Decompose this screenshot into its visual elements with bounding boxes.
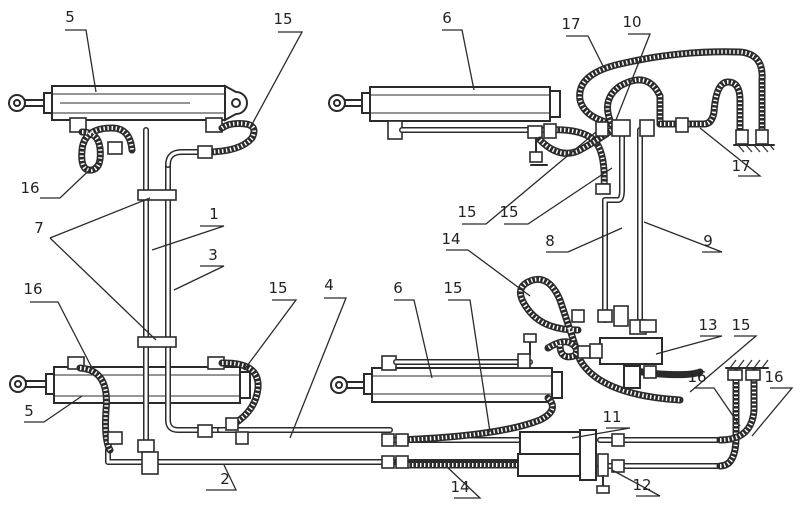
callout-l17b: 17 bbox=[731, 157, 750, 175]
callout-l2: 2 bbox=[220, 470, 230, 488]
clamps-7 bbox=[137, 189, 177, 348]
callout-l14a: 14 bbox=[441, 230, 460, 248]
callout-l16a: 16 bbox=[20, 179, 39, 197]
callout-l16b: 16 bbox=[23, 280, 42, 298]
callout-l7: 7 bbox=[34, 219, 44, 237]
callout-l16d: 16 bbox=[764, 368, 783, 386]
callout-l1: 1 bbox=[209, 205, 219, 223]
callout-l6b: 6 bbox=[393, 279, 403, 297]
cylinder-5-bottom bbox=[9, 356, 251, 404]
distributor-11 bbox=[517, 429, 610, 494]
callout-l10: 10 bbox=[622, 13, 641, 31]
callout-l14b: 14 bbox=[450, 478, 469, 496]
callout-l16c: 16 bbox=[687, 368, 706, 386]
callout-l13: 13 bbox=[698, 316, 717, 334]
callout-l15d: 15 bbox=[499, 203, 518, 221]
callout-l12: 12 bbox=[632, 476, 651, 494]
frame-hatch-bottom bbox=[725, 359, 769, 369]
leader-lines bbox=[24, 29, 794, 499]
callout-l15c: 15 bbox=[457, 203, 476, 221]
callout-l9: 9 bbox=[703, 232, 713, 250]
fittings bbox=[107, 117, 769, 475]
callout-l15f: 15 bbox=[731, 316, 750, 334]
callout-l6a: 6 bbox=[442, 9, 452, 27]
callout-l15a: 15 bbox=[273, 10, 292, 28]
pipes bbox=[105, 127, 723, 469]
cylinder-6-top bbox=[328, 86, 561, 166]
cylinder-5-top bbox=[8, 84, 248, 133]
valve-block-13 bbox=[589, 337, 663, 389]
callout-l17a: 17 bbox=[561, 15, 580, 33]
callout-l5a: 5 bbox=[65, 8, 75, 26]
callout-l5b: 5 bbox=[24, 402, 34, 420]
callout-l15b: 15 bbox=[268, 279, 287, 297]
callout-l8: 8 bbox=[545, 232, 555, 250]
callout-l11: 11 bbox=[602, 408, 621, 426]
hoses bbox=[76, 48, 766, 470]
callout-l3: 3 bbox=[208, 246, 218, 264]
frame-hatch-top bbox=[733, 144, 775, 153]
callout-l4: 4 bbox=[324, 276, 334, 294]
callout-l15e: 15 bbox=[443, 279, 462, 297]
cylinder-6-bottom bbox=[330, 333, 563, 403]
